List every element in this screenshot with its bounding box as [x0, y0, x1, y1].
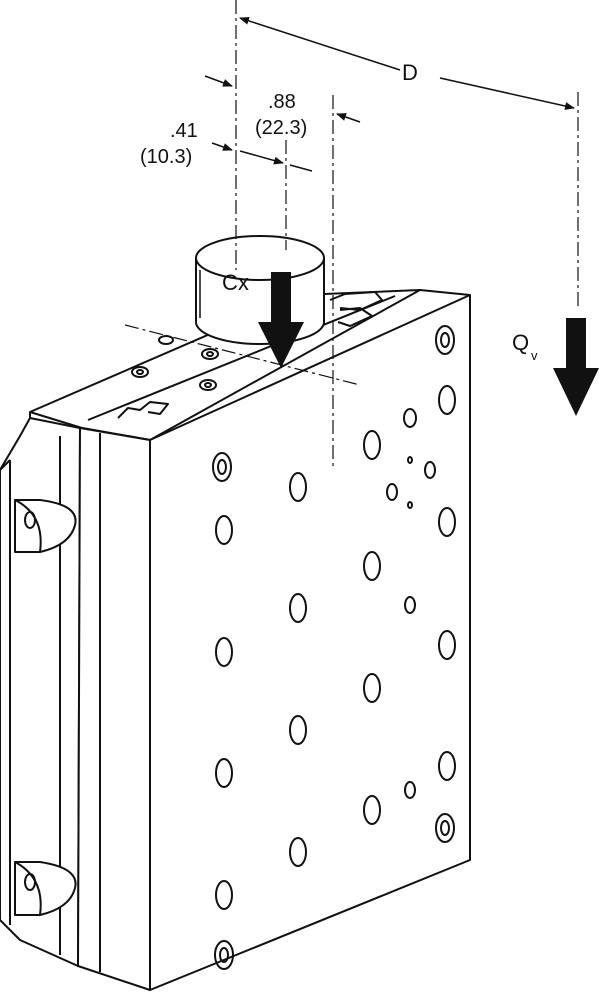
- dim-088-mm-label: (22.3): [255, 117, 307, 139]
- cx-force-arrow: [258, 272, 304, 368]
- dimension-lines: [204, 16, 575, 172]
- qv-force-label: Q: [512, 330, 529, 355]
- dim-041-in-label: .41: [170, 120, 198, 142]
- dim-041-mm-label: (10.3): [140, 146, 192, 168]
- cx-force-label: Cx: [222, 270, 249, 295]
- qv-force-subscript: v: [531, 348, 538, 363]
- qv-force-arrow: [553, 318, 599, 416]
- dim-d-label: D: [402, 60, 418, 85]
- center-lines: [124, 0, 579, 470]
- force-arrow-icon: [271, 272, 291, 322]
- cylinder: [195, 235, 325, 345]
- force-arrow-icon: [566, 318, 586, 368]
- left-rail-block: [0, 417, 81, 967]
- mounting-holes: [212, 325, 456, 970]
- dimension-arrow-icon: [239, 16, 401, 71]
- carriage-plate: [77, 427, 151, 991]
- mounting-hole-icon: [212, 452, 232, 482]
- top-screw-icon: [131, 366, 149, 378]
- dim-088-in-label: .88: [268, 91, 296, 113]
